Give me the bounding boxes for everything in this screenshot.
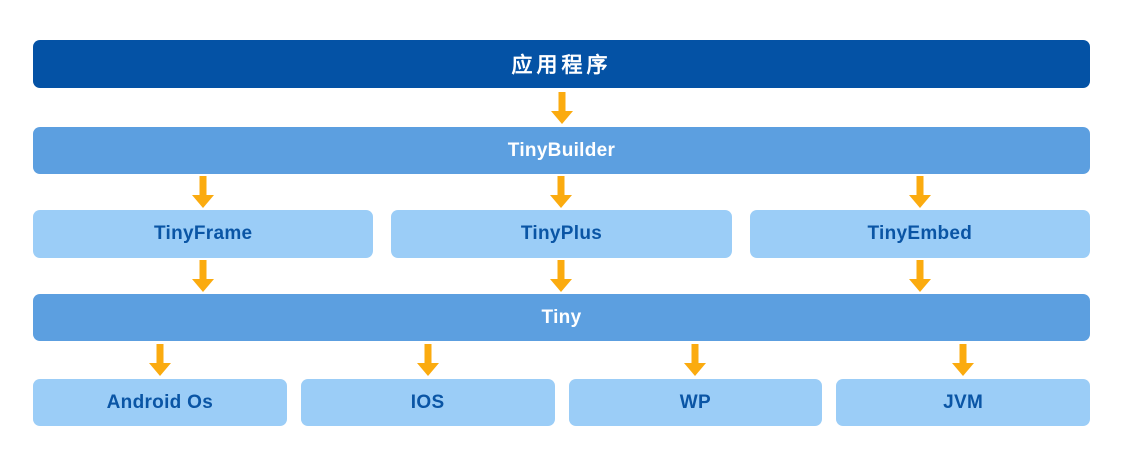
- node-tinybuilder: TinyBuilder: [33, 127, 1090, 174]
- arrow-down-icon: [148, 344, 171, 376]
- node-jvm-label: JVM: [943, 391, 984, 413]
- arrow-cell: [569, 344, 823, 376]
- arrow-down-icon: [952, 344, 975, 376]
- arrow-cell: [33, 260, 373, 292]
- arrow-down-icon: [550, 176, 573, 208]
- node-tiny-label: Tiny: [541, 306, 582, 328]
- node-android-os: Android Os: [33, 379, 287, 426]
- arrow-cell: [33, 91, 1090, 124]
- arrow-cell: [750, 260, 1090, 292]
- node-tinybuilder-label: TinyBuilder: [507, 139, 616, 161]
- node-tinyplus: TinyPlus: [391, 210, 732, 258]
- arrow-cell: [836, 344, 1090, 376]
- arrow-down-icon: [550, 260, 573, 292]
- arrow-down-icon: [192, 260, 215, 292]
- platform-row: Android Os IOS WP JVM: [33, 379, 1090, 426]
- arrow-down-icon: [908, 176, 931, 208]
- arrow-down-icon: [908, 260, 931, 292]
- node-tiny: Tiny: [33, 294, 1090, 341]
- node-wp-label: WP: [679, 391, 711, 413]
- arrow-cell: [33, 344, 287, 376]
- arrow-cell: [391, 176, 731, 208]
- arrow-down-icon: [192, 176, 215, 208]
- arrow-cell: [391, 260, 731, 292]
- module-row: TinyFrame TinyPlus TinyEmbed: [33, 210, 1090, 258]
- arrow-row-3: [33, 258, 1090, 294]
- node-tinyembed-label: TinyEmbed: [867, 223, 973, 244]
- node-jvm: JVM: [836, 379, 1090, 426]
- arrow-cell: [750, 176, 1090, 208]
- arrow-cell: [33, 176, 373, 208]
- arrow-row-2: [33, 174, 1090, 210]
- node-tinyframe-label: TinyFrame: [153, 223, 253, 244]
- arrow-down-icon: [550, 91, 573, 124]
- node-tinyframe: TinyFrame: [33, 210, 374, 258]
- node-ios: IOS: [300, 379, 555, 426]
- arrow-cell: [301, 344, 555, 376]
- node-ios-label: IOS: [410, 391, 445, 413]
- arrow-row-1: [33, 88, 1090, 127]
- node-application-label: 应用程序: [511, 54, 612, 77]
- node-application: 应用程序: [33, 40, 1090, 88]
- node-tinyembed: TinyEmbed: [749, 210, 1090, 258]
- node-wp: WP: [568, 379, 823, 426]
- node-tinyplus-label: TinyPlus: [520, 223, 603, 244]
- arrow-down-icon: [684, 344, 707, 376]
- arrow-down-icon: [416, 344, 439, 376]
- node-android-os-label: Android Os: [106, 391, 214, 413]
- arrow-row-4: [33, 341, 1090, 379]
